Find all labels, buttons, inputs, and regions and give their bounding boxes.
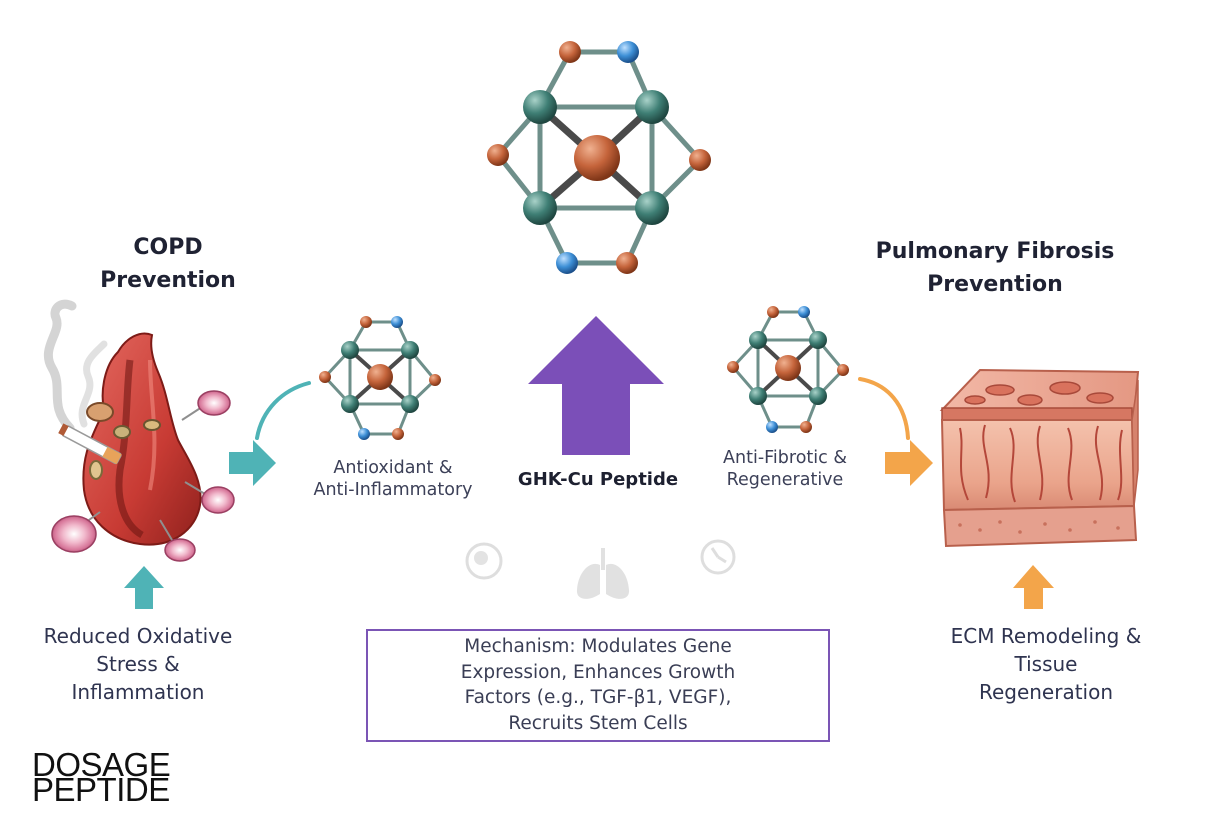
fibrosis-outcome-line3: Regeneration (978, 680, 1114, 704)
copd-title-line2: Prevention (100, 268, 236, 293)
mechanism-line3: Factors (e.g., TGF-β1, VEGF), (464, 687, 732, 709)
fibrosis-outcome-line1: ECM Remodeling & (950, 624, 1142, 648)
copd-outcome-line2: Stress & (96, 652, 180, 676)
copd-outcome-line3: Inflammation (71, 680, 205, 704)
mechanism-line2: Expression, Enhances Growth (460, 661, 736, 683)
watermark-line2: PEPTIDE (32, 771, 170, 808)
copd-effect-label: Antioxidant & Anti-Inflammatory (288, 458, 498, 502)
copd-effect-line1: Antioxidant & (333, 458, 453, 478)
fibrosis-title-line2: Prevention (927, 272, 1063, 297)
copd-airway-illustration (43, 299, 235, 562)
fibrosis-title: Pulmonary Fibrosis Prevention (845, 235, 1145, 301)
clock-icon (700, 539, 736, 575)
cell-icon (465, 542, 503, 580)
fibrosis-effect-label: Anti-Fibrotic & Regenerative (690, 448, 880, 492)
ghk-cu-molecule-right (727, 306, 849, 433)
copd-outcome-label: Reduced Oxidative Stress & Inflammation (18, 622, 258, 706)
center-label: GHK-Cu Peptide (517, 469, 679, 490)
fibrosis-effect-line1: Anti-Fibrotic & (723, 448, 847, 468)
mechanism-text: Mechanism: Modulates Gene Expression, En… (368, 634, 828, 736)
lung-tissue-illustration (939, 368, 1140, 548)
center-up-arrow (528, 316, 664, 455)
watermark-line1: DOSAGE (32, 746, 171, 783)
left-up-arrow (124, 566, 164, 609)
lungs-icon (576, 548, 630, 599)
fibrosis-outcome-line2: Tissue (1014, 652, 1078, 676)
mechanism-box: Mechanism: Modulates Gene Expression, En… (366, 629, 830, 742)
left-curve-connector (255, 381, 311, 440)
right-curve-connector (858, 377, 910, 440)
mechanism-line1: Mechanism: Modulates Gene (464, 636, 732, 657)
right-up-arrow (1013, 565, 1054, 609)
watermark-logo: DOSAGE PEPTIDE (32, 746, 171, 808)
left-flow-arrow (229, 440, 276, 486)
copd-title-line1: COPD (133, 235, 203, 260)
copd-title: COPD Prevention (68, 231, 268, 297)
fibrosis-title-line1: Pulmonary Fibrosis (875, 239, 1115, 264)
copd-effect-line2: Anti-Inflammatory (313, 479, 473, 500)
fibrosis-outcome-label: ECM Remodeling & Tissue Regeneration (928, 622, 1164, 706)
copd-outcome-line1: Reduced Oxidative (43, 624, 233, 648)
ghk-cu-molecule-left (319, 316, 441, 440)
mechanism-line4: Recruits Stem Cells (508, 712, 688, 734)
fibrosis-effect-line2: Regenerative (726, 469, 844, 490)
right-flow-arrow (885, 440, 933, 486)
